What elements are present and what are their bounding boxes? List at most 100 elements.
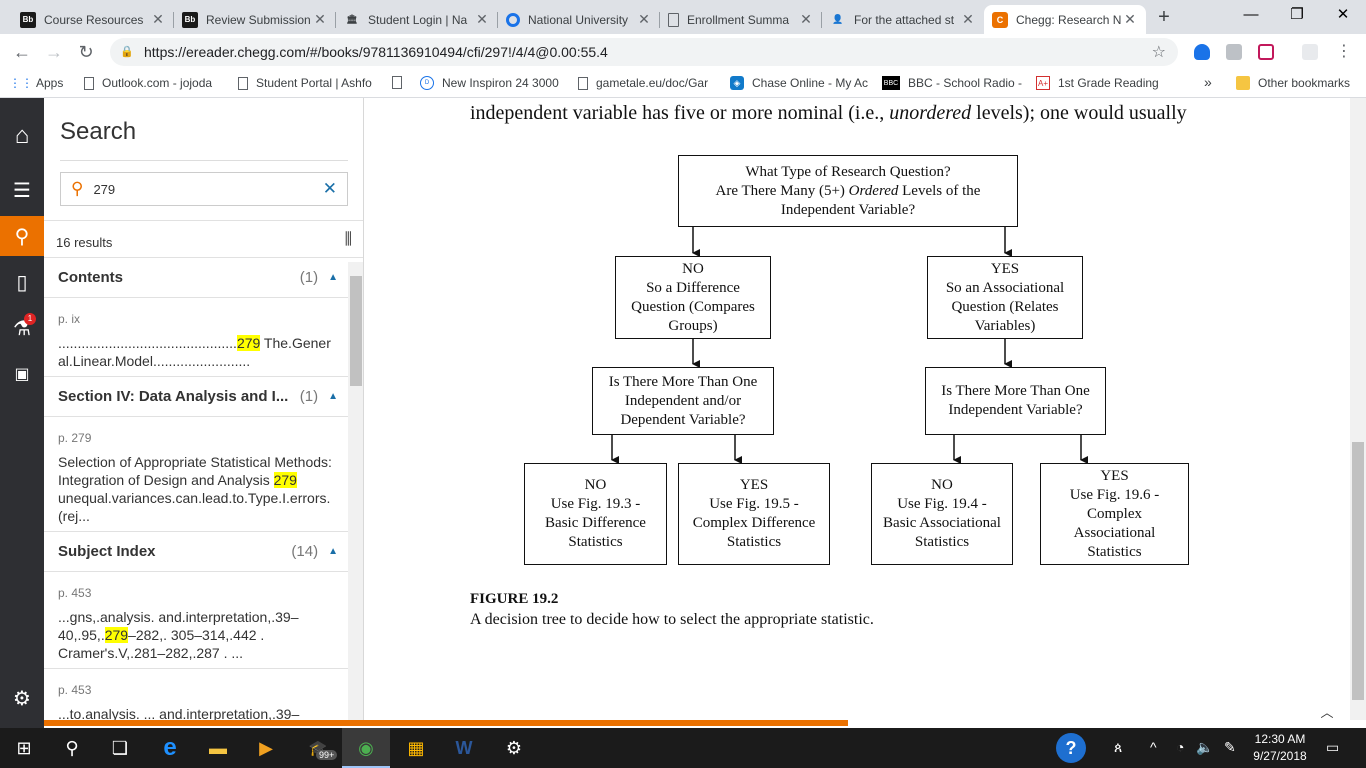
word-icon[interactable]: W bbox=[455, 737, 473, 758]
bookmark-outlook[interactable]: Outlook.com - jojoda bbox=[84, 76, 212, 90]
tab-national-university[interactable]: National University ✕ bbox=[498, 5, 660, 34]
flashcards-icon[interactable]: ▯ bbox=[16, 271, 28, 294]
windows-start-icon[interactable]: ⊞ bbox=[16, 737, 32, 758]
search-icon[interactable]: ⚲ bbox=[0, 216, 44, 256]
extension-shield-icon[interactable] bbox=[1258, 44, 1274, 60]
menu-icon[interactable]: ⋮ bbox=[1336, 43, 1352, 60]
hit-snippet: Selection of Appropriate Statistical Met… bbox=[58, 454, 332, 524]
settings-gear-icon[interactable]: ⚙ bbox=[13, 687, 31, 710]
tray-chevron-icon[interactable]: ^ bbox=[1150, 739, 1157, 755]
collapse-caret-icon[interactable]: ▲ bbox=[328, 546, 338, 557]
search-input[interactable] bbox=[93, 181, 323, 197]
search-hit[interactable]: p. 453 ...to.analysis. ... and.interpret… bbox=[44, 669, 348, 720]
scroll-to-top-chevron-icon[interactable]: ︿ bbox=[1320, 705, 1334, 720]
tab-for-the-attached[interactable]: 👤 For the attached st ✕ bbox=[822, 5, 984, 34]
close-tab-icon[interactable]: ✕ bbox=[476, 11, 488, 27]
reader-scrollbar[interactable] bbox=[1350, 98, 1366, 720]
minimize-button[interactable]: — bbox=[1243, 6, 1259, 23]
bookmark-bbc[interactable]: BBC BBC - School Radio - bbox=[882, 76, 1023, 90]
apps-grid-icon: ⋮⋮ bbox=[9, 76, 33, 90]
bookmark-chase[interactable]: ◈ Chase Online - My Ac bbox=[730, 76, 868, 90]
media-player-icon[interactable]: ▶ bbox=[259, 737, 273, 758]
tab-course-resources[interactable]: Bb Course Resources ✕ bbox=[12, 5, 174, 34]
tutor-icon: 👤 bbox=[832, 14, 844, 24]
tab-enrollment-summary[interactable]: Enrollment Summa ✕ bbox=[660, 5, 822, 34]
graduation-cap-icon[interactable]: 🎓99+ bbox=[294, 728, 342, 768]
reload-button[interactable]: ↻ bbox=[78, 42, 94, 62]
close-tab-icon[interactable]: ✕ bbox=[638, 11, 650, 27]
search-hit[interactable]: p. 453 ...gns,.analysis. and.interpretat… bbox=[44, 572, 348, 669]
image-gallery-icon[interactable]: ▣ bbox=[14, 366, 30, 383]
close-tab-icon[interactable]: ✕ bbox=[962, 11, 974, 27]
store-icon[interactable]: ▦ bbox=[407, 737, 425, 758]
bookmark-apps[interactable]: ⋮⋮ Apps bbox=[9, 76, 64, 90]
system-clock[interactable]: 12:30 AM 9/27/2018 bbox=[1253, 732, 1307, 763]
scrollbar-thumb[interactable] bbox=[1352, 442, 1364, 700]
notifications-icon[interactable]: ▭ bbox=[1326, 739, 1340, 755]
close-window-button[interactable]: ✕ bbox=[1336, 6, 1350, 23]
extension-cap-icon[interactable] bbox=[1194, 44, 1210, 60]
pen-icon[interactable]: ✎ bbox=[1224, 739, 1236, 755]
tab-student-login[interactable]: 🏛 Student Login | Na ✕ bbox=[336, 5, 498, 34]
extension-gray-icon[interactable] bbox=[1226, 44, 1242, 60]
section-header-contents[interactable]: Contents (1) ▲ bbox=[44, 258, 348, 298]
clear-search-icon[interactable]: ✕ bbox=[322, 179, 337, 198]
browser-toolbar: ← → ↻ 🔒 https://ereader.chegg.com/#/book… bbox=[0, 34, 1366, 70]
collapse-caret-icon[interactable]: ▲ bbox=[328, 391, 338, 402]
bookmark-star-icon[interactable]: ☆ bbox=[1151, 44, 1166, 61]
close-tab-icon[interactable]: ✕ bbox=[152, 11, 164, 27]
home-icon[interactable]: ⌂ bbox=[14, 122, 30, 149]
new-tab-button[interactable]: + bbox=[1158, 6, 1170, 28]
match-highlight: 279 bbox=[104, 627, 129, 643]
section-header-section-iv[interactable]: Section IV: Data Analysis and I... (1) ▲ bbox=[44, 377, 348, 417]
edge-icon[interactable]: e bbox=[163, 734, 177, 761]
bookmark-gametale[interactable]: gametale.eu/doc/Gar bbox=[578, 76, 708, 90]
other-bookmarks[interactable]: Other bookmarks bbox=[1236, 76, 1350, 90]
forward-button[interactable]: → bbox=[45, 42, 63, 62]
lock-icon: 🔒 bbox=[120, 46, 134, 58]
back-button[interactable]: ← bbox=[13, 42, 31, 62]
settings-gear-icon[interactable]: ⚙ bbox=[505, 737, 523, 758]
tab-review-submission[interactable]: Bb Review Submission ✕ bbox=[174, 5, 336, 34]
address-bar[interactable]: 🔒 https://ereader.chegg.com/#/books/9781… bbox=[110, 38, 1178, 66]
search-hit[interactable]: p. 279 Selection of Appropriate Statisti… bbox=[44, 417, 348, 532]
bookmark-student-portal[interactable]: Student Portal | Ashfo bbox=[238, 76, 372, 90]
bookmark-blank[interactable] bbox=[392, 76, 410, 89]
people-icon[interactable]: ጰ bbox=[1114, 739, 1123, 755]
extension-list-icon[interactable] bbox=[1302, 44, 1318, 60]
table-of-contents-icon[interactable]: ☰ bbox=[13, 179, 31, 202]
study-flask-icon[interactable]: ⚗1 bbox=[0, 308, 44, 348]
bookmark-1st-grade-reading[interactable]: A+ 1st Grade Reading bbox=[1036, 76, 1159, 90]
filter-sliders-icon[interactable]: ⫼ bbox=[344, 231, 352, 248]
divider bbox=[60, 160, 348, 161]
section-header-subject-index[interactable]: Subject Index (14) ▲ bbox=[44, 532, 348, 572]
blackboard-icon: Bb bbox=[182, 11, 198, 28]
more-bookmarks-button[interactable]: » bbox=[1204, 74, 1212, 90]
document-icon bbox=[668, 12, 679, 27]
results-scrollbar[interactable] bbox=[348, 262, 363, 720]
chrome-icon[interactable]: ◉ bbox=[342, 728, 390, 768]
task-view-icon[interactable]: ❏ bbox=[111, 737, 129, 758]
search-icon[interactable]: ⚲ bbox=[65, 737, 79, 758]
volume-icon[interactable]: 🔈 bbox=[1196, 739, 1214, 755]
collapse-caret-icon[interactable]: ▲ bbox=[328, 272, 338, 283]
close-tab-icon[interactable]: ✕ bbox=[314, 11, 326, 27]
file-explorer-icon[interactable]: ▬ bbox=[209, 737, 227, 758]
help-question-icon[interactable]: ? bbox=[1056, 733, 1086, 763]
search-box[interactable]: ⚲ ✕ bbox=[60, 172, 348, 206]
bookmark-new-inspiron[interactable]: D New Inspiron 24 3000 bbox=[420, 76, 559, 90]
tab-title: For the attached st bbox=[854, 12, 955, 27]
chegg-icon: C bbox=[992, 11, 1008, 28]
restore-button[interactable]: ❐ bbox=[1290, 6, 1304, 23]
close-tab-icon[interactable]: ✕ bbox=[800, 11, 812, 27]
wifi-icon[interactable]: ◔ bbox=[1176, 739, 1185, 755]
search-hit[interactable]: p. ix ..................................… bbox=[44, 298, 348, 377]
section-title: Section IV: Data Analysis and I... bbox=[58, 388, 289, 405]
tab-chegg-research[interactable]: C Chegg: Research N ✕ bbox=[984, 5, 1146, 34]
close-tab-icon[interactable]: ✕ bbox=[1124, 11, 1136, 27]
scrollbar-thumb[interactable] bbox=[350, 276, 362, 386]
figure-caption: A decision tree to decide how to select … bbox=[470, 611, 874, 628]
